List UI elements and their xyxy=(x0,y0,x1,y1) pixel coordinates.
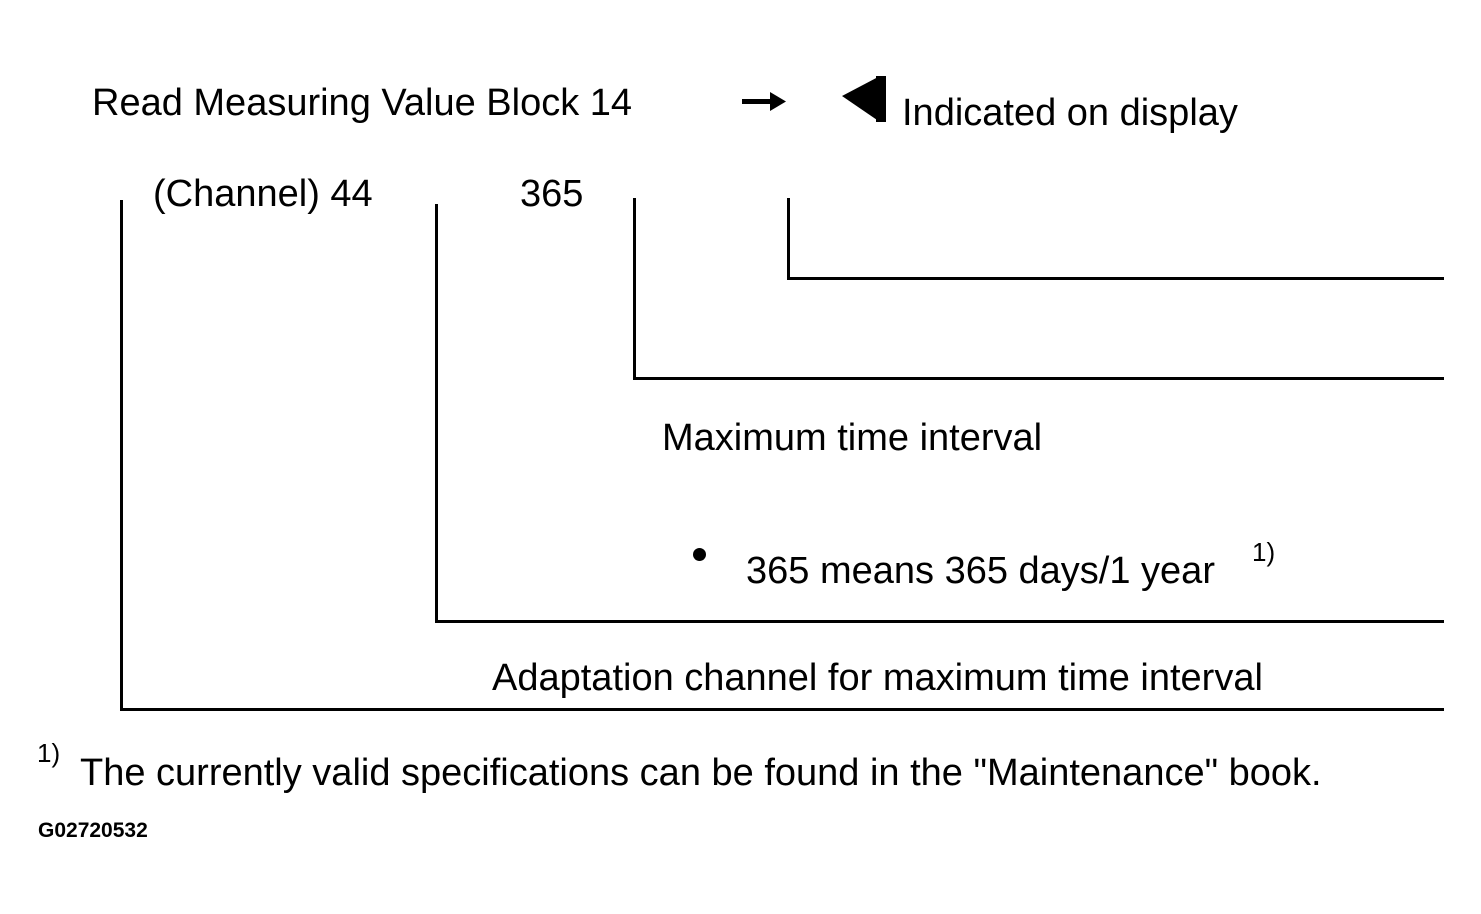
value-bracket-horizontal xyxy=(435,620,1444,623)
interval-bracket-vertical xyxy=(633,198,636,380)
indicated-on-display-label: Indicated on display xyxy=(902,92,1238,134)
channel-bracket-vertical xyxy=(120,200,123,711)
display-bracket-vertical xyxy=(787,198,790,280)
maximum-time-interval-label: Maximum time interval xyxy=(662,417,1043,459)
bullet-icon xyxy=(693,548,706,561)
figure-code: G02720532 xyxy=(38,819,148,842)
adaptation-channel-label: Adaptation channel for maximum time inte… xyxy=(492,657,1263,699)
interval-bracket-horizontal xyxy=(633,377,1444,380)
left-triangle-icon xyxy=(842,76,886,122)
channel-bracket-horizontal xyxy=(120,708,1444,711)
footnote-text: The currently valid specifications can b… xyxy=(80,752,1322,794)
value-bracket-vertical xyxy=(435,204,438,623)
right-arrow-icon xyxy=(742,92,786,111)
value-label: 365 xyxy=(520,173,584,215)
display-bracket-horizontal xyxy=(787,277,1444,280)
heading-text: Read Measuring Value Block 14 xyxy=(92,82,633,124)
footnote-marker: 1) xyxy=(37,738,61,768)
channel-label: (Channel) 44 xyxy=(153,173,373,215)
bullet-note-text: 365 means 365 days/1 year xyxy=(746,550,1215,592)
footnote-marker: 1) xyxy=(1252,537,1276,567)
